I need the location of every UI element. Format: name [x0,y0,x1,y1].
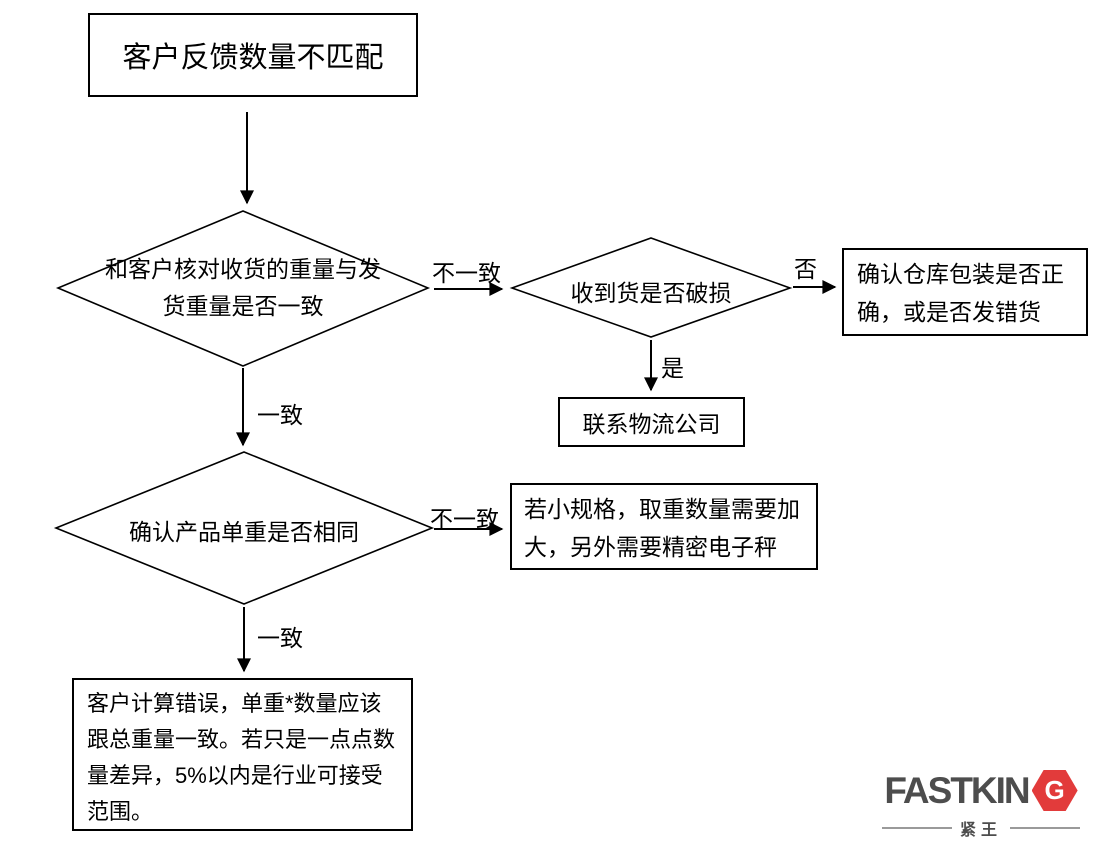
decision-weight-diamond [55,210,431,367]
scale-box: 若小规格，取重数量需要加 大，另外需要精密电子秤 [510,483,818,570]
brand-logo-row: FASTKIN G [860,770,1102,811]
calculation-box-line2: 跟总重量一致。若只是一点点数 [87,727,396,752]
decision-weight-line2: 货重量是否一致 [162,293,324,319]
brand-divider-left [881,827,952,829]
start-box-text: 客户反馈数量不匹配 [122,42,384,74]
warehouse-box-line1: 确认仓库包装是否正 [857,261,1064,287]
calculation-box: 客户计算错误，单重*数量应该 跟总重量一致。若只是一点点数 量差异，5%以内是行… [72,678,413,831]
brand-wordmark: FASTKIN [884,769,1030,811]
calculation-box-line3: 量差异，5%以内是行业可接受 [87,763,383,788]
decision-damage-text: 收到货是否破损 [570,280,732,306]
brand-divider-right [1010,827,1080,829]
warehouse-box: 确认仓库包装是否正 确，或是否发错货 [842,248,1088,336]
edge-label-damage-yes: 是 [661,355,684,381]
edge-label-unit-mismatch: 不一致 [430,506,499,532]
brand-logo: FASTKIN G 紧王 [860,770,1102,840]
warehouse-box-line2: 确，或是否发错货 [857,299,1041,325]
decision-unit-weight-diamond [53,451,435,605]
scale-box-line2: 大，另外需要精密电子秤 [524,534,777,560]
decision-weight-text: 和客户核对收货的重量与发 货重量是否一致 [58,251,428,325]
edge-label-unit-match: 一致 [257,625,303,651]
edge-label-weight-mismatch: 不一致 [432,260,501,286]
calculation-box-line4: 范围。 [87,799,154,824]
brand-chinese-name: 紧王 [959,822,1002,839]
edge-label-damage-no: 否 [794,256,817,282]
brand-g-letter: G [1044,775,1065,805]
brand-subline: 紧王 [860,816,1102,840]
brand-hexagon-g-icon: G [1031,770,1078,811]
calculation-box-line1: 客户计算错误，单重*数量应该 [87,691,382,716]
decision-unit-weight-text: 确认产品单重是否相同 [129,519,359,545]
scale-box-line1: 若小规格，取重数量需要加 [524,496,800,522]
edge-label-weight-match: 一致 [257,402,303,428]
logistics-box-text: 联系物流公司 [582,411,721,437]
decision-weight-line1: 和客户核对收货的重量与发 [105,256,381,282]
decision-damage-diamond [509,237,793,338]
start-box: 客户反馈数量不匹配 [88,13,418,97]
logistics-box: 联系物流公司 [558,397,745,447]
